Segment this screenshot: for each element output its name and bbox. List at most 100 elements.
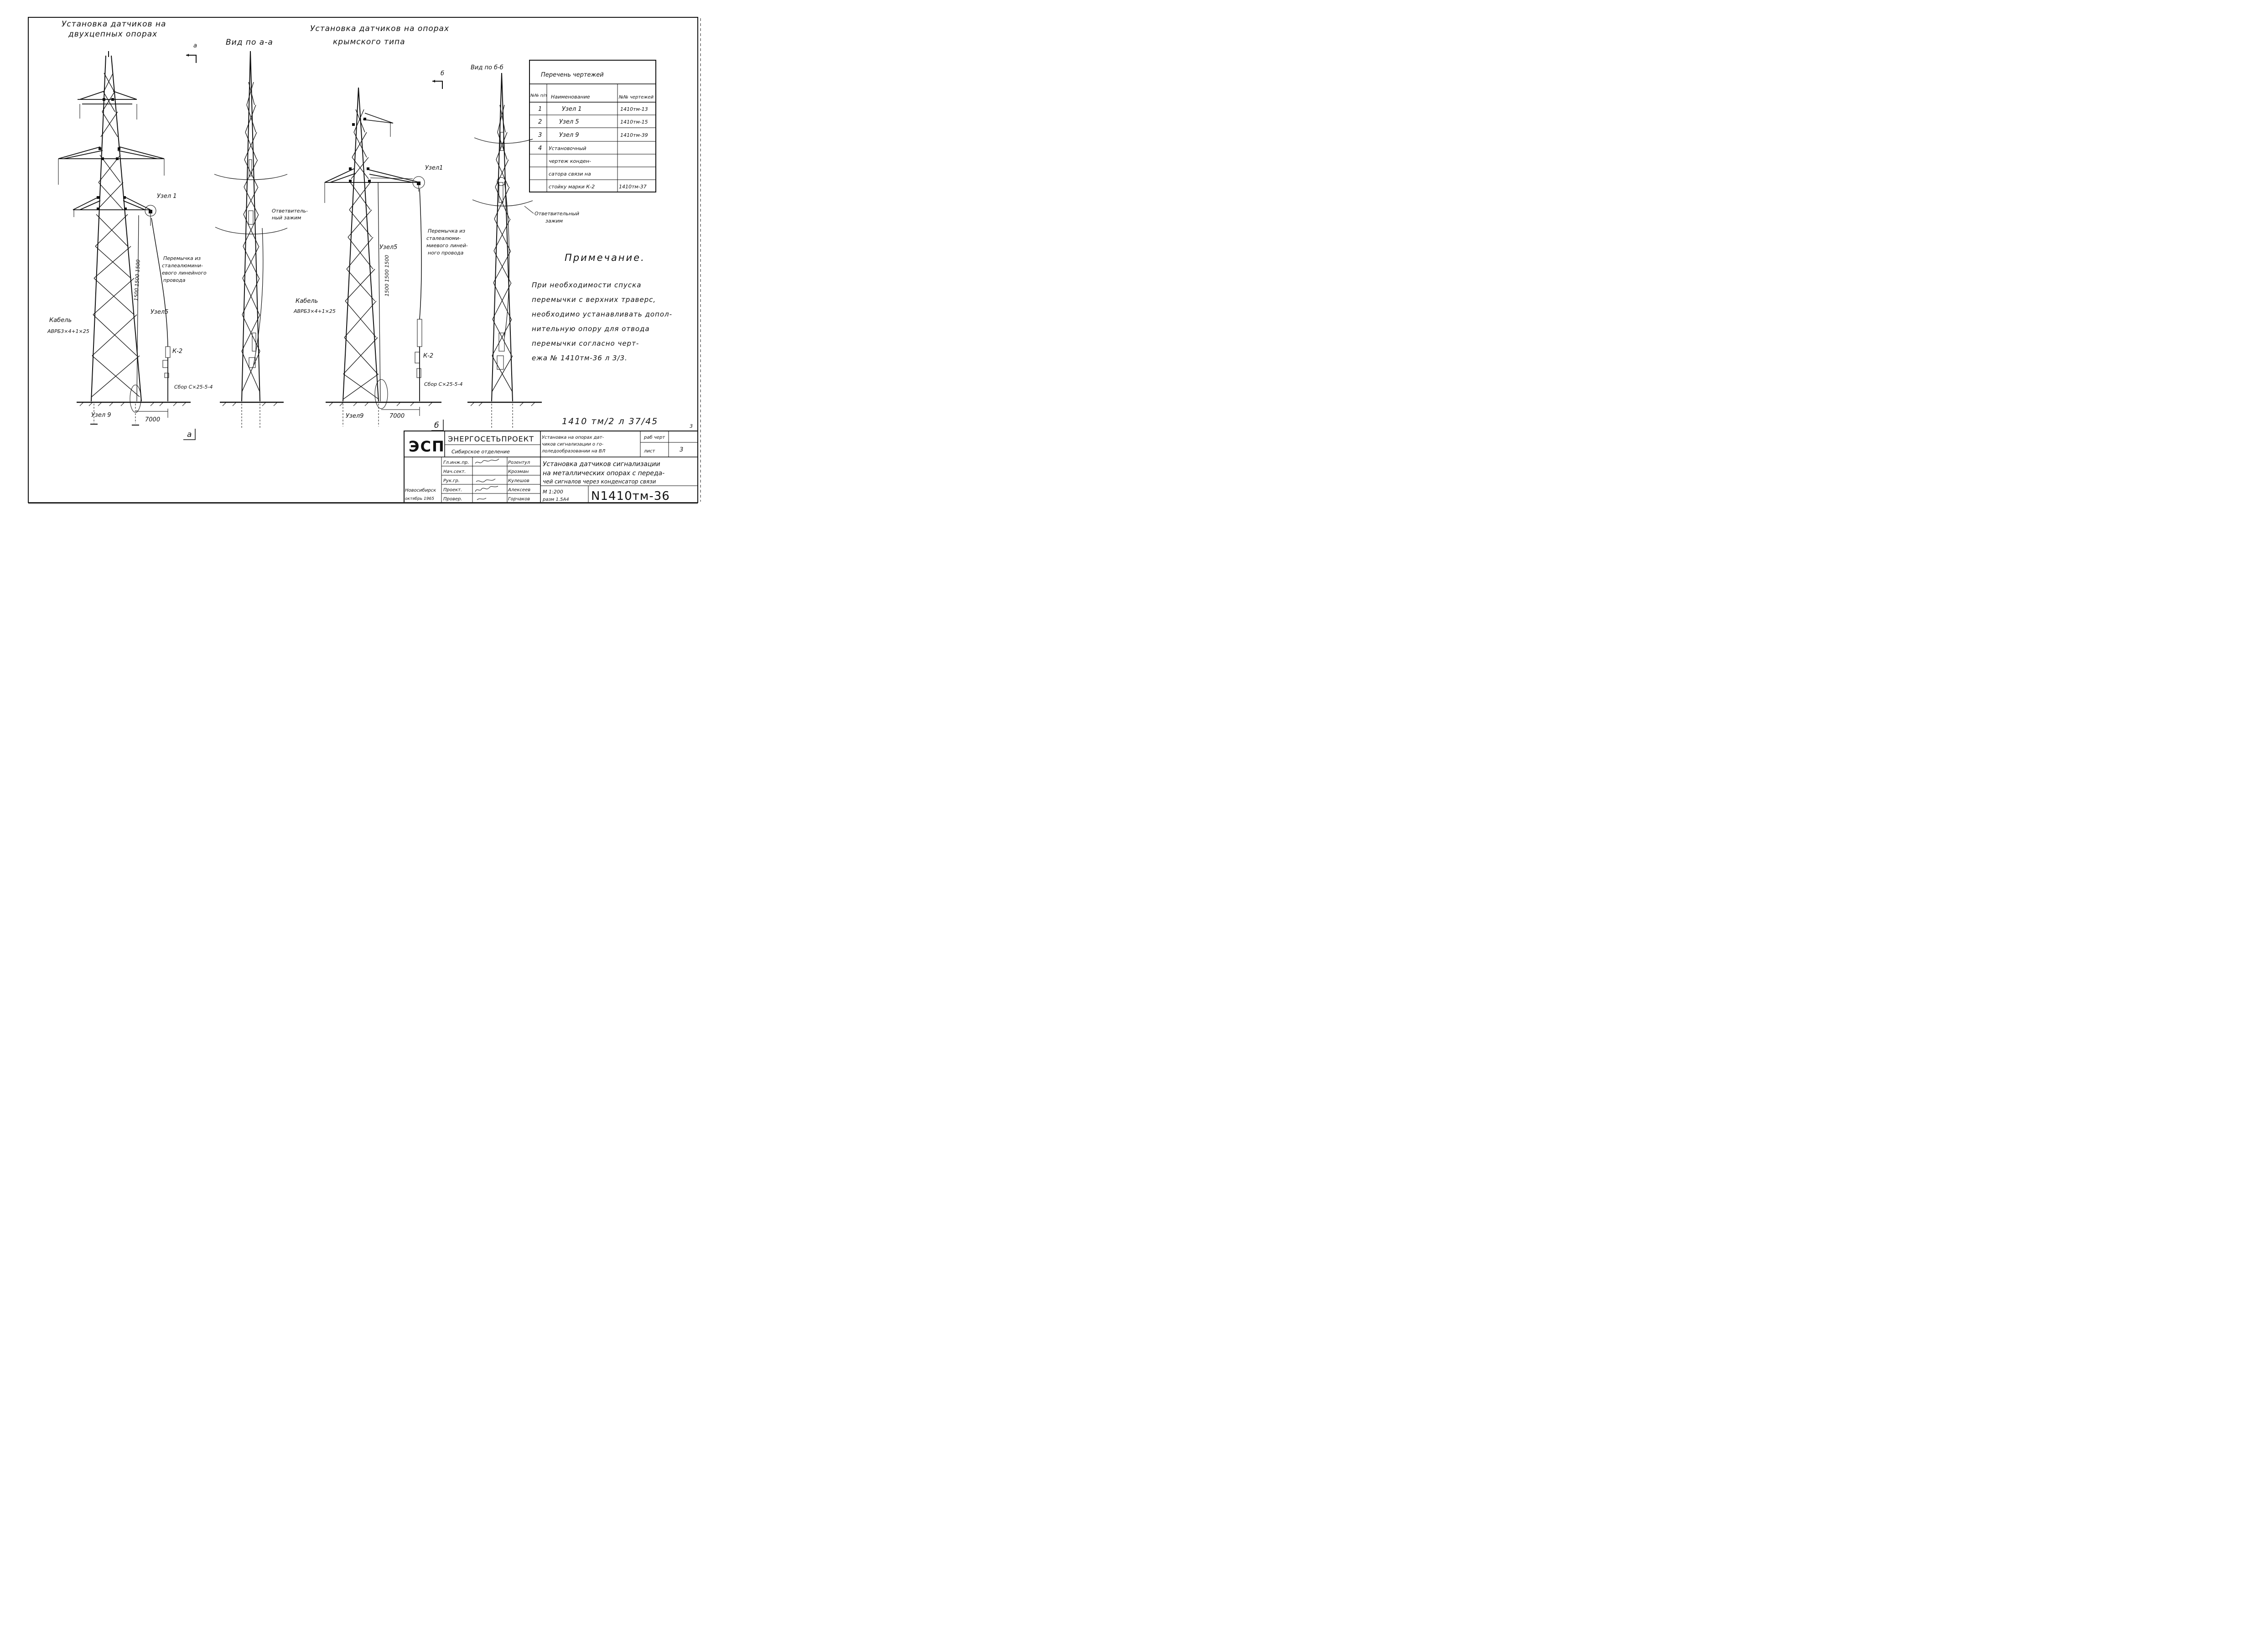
drawings-row-1-no: 1 (538, 106, 542, 113)
tower-crimean (324, 87, 441, 426)
title-block-signatures (475, 458, 499, 500)
label-jumper-right-2: сталеалюми- (426, 235, 461, 241)
title-block-dept: Сибирское отделение (452, 449, 510, 455)
title-block-sheet-ref: 3 (690, 423, 693, 429)
drawings-row-7-name: стойку марки К-2 (549, 184, 595, 190)
label-jumper-right-3: миевого линей- (426, 243, 468, 249)
footer-mark-a: а (183, 429, 196, 440)
title-block (404, 431, 698, 503)
title-block-name-1: Розентул (508, 460, 530, 465)
tower-view-a (214, 51, 288, 429)
drawings-list-title: Перечень чертежей (541, 72, 604, 78)
drawings-list-table (529, 60, 656, 192)
label-weld-right: Сбор С×25-5-4 (424, 381, 463, 387)
title-block-logo: ЭСП (409, 438, 445, 455)
title-block-sheet-number: 3 (680, 446, 683, 453)
label-weld-left: Сбор С×25-5-4 (174, 384, 213, 390)
title-block-name-2: Кроэман (508, 469, 529, 474)
title-block-role-1: Гл.инж.пр. (443, 460, 469, 465)
svg-text:а: а (187, 430, 192, 439)
label-cable-right-1: Кабель (296, 298, 318, 305)
section-mark-b: б (432, 70, 444, 89)
title-block-role-4: Проект. (443, 488, 462, 493)
label-clamp-a-1: Ответвитель- (272, 208, 308, 214)
drawings-row-6-name: сатора связи на (549, 171, 591, 177)
title-block-work-drawing: раб черт (644, 435, 665, 440)
note-line-6: ежа № 1410тм-36 л 3/3. (532, 354, 628, 362)
title-double-circuit-line2: двухцепных опорах (68, 30, 157, 39)
note-line-5: перемычки согласно черт- (532, 339, 639, 348)
drawings-row-3-name: Узел 9 (559, 132, 579, 139)
title-block-scale: М 1:200 (543, 489, 563, 495)
label-node5-left: Узел5 (151, 309, 168, 316)
label-node9-left: Узел 9 (91, 412, 111, 419)
label-dim-left: 7000 (145, 416, 160, 423)
svg-text:а: а (193, 42, 197, 49)
label-clamp-b-2: зажим (545, 218, 563, 224)
svg-text:б: б (434, 421, 439, 430)
label-node9-right: Узел9 (346, 413, 363, 420)
note-line-2: перемычки с верхних траверс, (532, 296, 656, 304)
sheet-frame (28, 17, 701, 504)
label-jumper-left-3: евого линейного (162, 270, 207, 276)
title-block-org: ЭНЕРГОСЕТЬПРОЕКТ (448, 435, 534, 443)
label-jumper-right-4: ного провода (428, 250, 464, 256)
label-node1-left: Узел 1 (157, 193, 177, 200)
note-line-4: нительную опору для отвода (532, 325, 650, 333)
label-k2-right: К-2 (423, 353, 433, 359)
tower-double-circuit (58, 51, 191, 426)
title-block-date: октябрь 1965 (405, 497, 434, 501)
label-k2-left: К-2 (172, 348, 182, 355)
title-block-subject-3: лоледообразовании на ВЛ (541, 448, 606, 454)
drawings-row-1-code: 1410тм-13 (620, 106, 648, 112)
label-vert-dim-left: 1500 1500 1500 (133, 260, 141, 301)
label-jumper-right-1: Перемычка из (428, 228, 465, 234)
title-double-circuit-line1: Установка датчиков на (62, 20, 166, 29)
label-cable-right-2: АВРБ3×4+1×25 (293, 308, 336, 314)
drawings-row-3-no: 3 (538, 132, 542, 139)
title-block-role-5: Провер. (443, 497, 462, 502)
title-crimean-line1: Установка датчиков на опорах (310, 24, 449, 33)
label-vert-dim-right: 1500 1500 1500 (384, 255, 390, 296)
drawings-row-2-no: 2 (538, 119, 542, 125)
title-block-drawing-number: N1410тм-36 (591, 489, 670, 503)
label-clamp-b-1: Ответвительный (535, 211, 579, 217)
title-block-name-3: Кулешов (508, 478, 529, 483)
drawings-row-1-name: Узел 1 (562, 106, 582, 113)
label-node5-right: Узел5 (379, 244, 397, 251)
title-block-name-5: Горчаков (508, 497, 530, 502)
label-node1-right: Узел1 (425, 165, 443, 171)
title-block-city: Новосибирск (405, 488, 436, 493)
title-block-main-2: на металлических опорах с переда- (543, 470, 664, 477)
drawings-row-4-name: Установочный (549, 145, 586, 151)
title-block-subject-1: Установка на опорах дат- (542, 435, 604, 440)
title-block-main-1: Установка датчиков сигнализации (543, 461, 660, 468)
note-line-1: При необходимости спуска (532, 281, 641, 289)
title-block-main-3: чей сигналов через конденсатор связи (543, 478, 656, 485)
technical-drawing-sheet: Установка датчиков на двухцепных опорах … (28, 17, 701, 504)
title-crimean-line2: крымского типа (333, 37, 405, 47)
drawings-row-3-code: 1410тм-39 (620, 132, 648, 138)
drawings-list-header-code: №№ чертежей (618, 95, 654, 100)
label-dim-right: 7000 (389, 413, 405, 420)
drawings-list-header-name: Наименование (551, 94, 590, 100)
label-cable-left-1: Кабель (49, 317, 72, 324)
label-jumper-left-1: Перемычка из (163, 255, 201, 261)
drawings-row-5-name: чертеж конден- (549, 158, 591, 164)
label-clamp-a-2: ный зажим (272, 215, 301, 221)
label-jumper-left-4: провода (163, 277, 186, 283)
drawings-row-2-code: 1410тм-15 (620, 119, 648, 125)
label-cable-left-2: АВРБ3×4+1×25 (47, 328, 89, 334)
title-view-b: Вид по б-б (471, 64, 503, 71)
svg-text:б: б (441, 70, 444, 77)
title-block-sheet-label: лист (644, 449, 655, 454)
tower-view-b (467, 73, 542, 429)
drawings-row-7-code: 1410тм-37 (619, 184, 647, 190)
drawings-list-header-no: №№ п/п (530, 93, 547, 98)
title-block-role-3: Рук.гр. (443, 478, 460, 483)
title-block-role-2: Нач.сект. (443, 469, 466, 474)
title-block-format: разм 1.5А4 (542, 497, 569, 502)
section-mark-a: а (186, 42, 197, 63)
footer-mark-b: б (431, 420, 444, 431)
label-jumper-left-2: сталеалюмини- (162, 263, 203, 269)
